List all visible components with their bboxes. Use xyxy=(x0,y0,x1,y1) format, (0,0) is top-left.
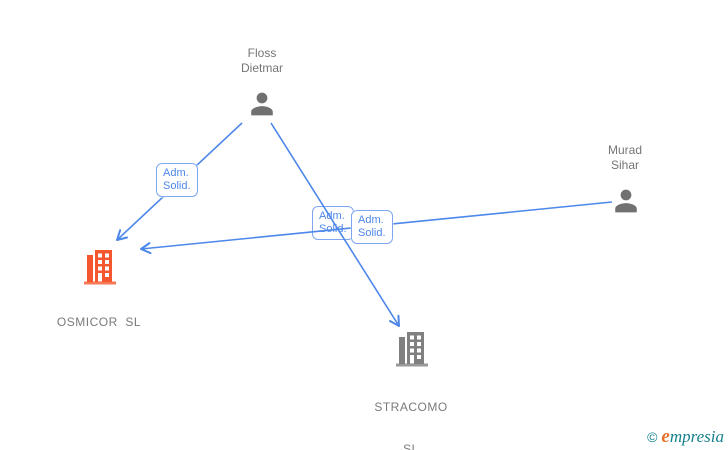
copyright-symbol: © xyxy=(647,429,658,445)
node-stracomo-sl[interactable] xyxy=(395,330,429,368)
edge-label-floss-stracomo[interactable]: Adm. Solid. xyxy=(312,206,354,240)
person-name-line: Dietmar xyxy=(240,61,283,75)
node-label-stracomo-sl: STRACOMO SL xyxy=(341,372,481,450)
edge-label-line2: Solid. xyxy=(319,223,347,235)
node-osmicor-sl[interactable] xyxy=(83,248,117,286)
company-name-line: SL xyxy=(403,442,419,450)
edge-label-line2: Solid. xyxy=(358,227,386,239)
person-name-line: Murad xyxy=(607,143,642,157)
person-name-line: Floss xyxy=(247,46,277,60)
brand-logo: empresia xyxy=(661,426,724,447)
edge-label-line2: Solid. xyxy=(163,180,191,192)
edge-label-floss-osmicor[interactable]: Adm. Solid. xyxy=(156,163,198,197)
brand-footer[interactable]: © empresia xyxy=(647,426,724,447)
brand-rest: mpresia xyxy=(669,427,724,446)
edge-label-line1: Adm. xyxy=(163,167,189,179)
node-label-murad-sihar: Murad Sihar xyxy=(555,143,695,173)
node-label-osmicor-sl: OSMICOR SL xyxy=(29,287,169,357)
edge-label-murad-osmicor[interactable]: Adm. Solid. xyxy=(351,210,393,244)
company-name-line: OSMICOR SL xyxy=(56,315,142,329)
node-murad-sihar[interactable] xyxy=(609,184,643,218)
edge-label-line1: Adm. xyxy=(319,210,345,222)
person-icon xyxy=(251,92,273,116)
building-icon xyxy=(396,332,428,367)
node-floss-dietmar[interactable] xyxy=(245,87,279,121)
building-icon xyxy=(84,250,116,285)
brand-first-letter: e xyxy=(661,426,670,447)
company-name-line: STRACOMO xyxy=(374,400,448,414)
node-label-floss-dietmar: Floss Dietmar xyxy=(192,46,332,76)
person-icon xyxy=(615,189,637,213)
edge-label-line1: Adm. xyxy=(358,214,384,226)
person-name-line: Sihar xyxy=(610,158,639,172)
